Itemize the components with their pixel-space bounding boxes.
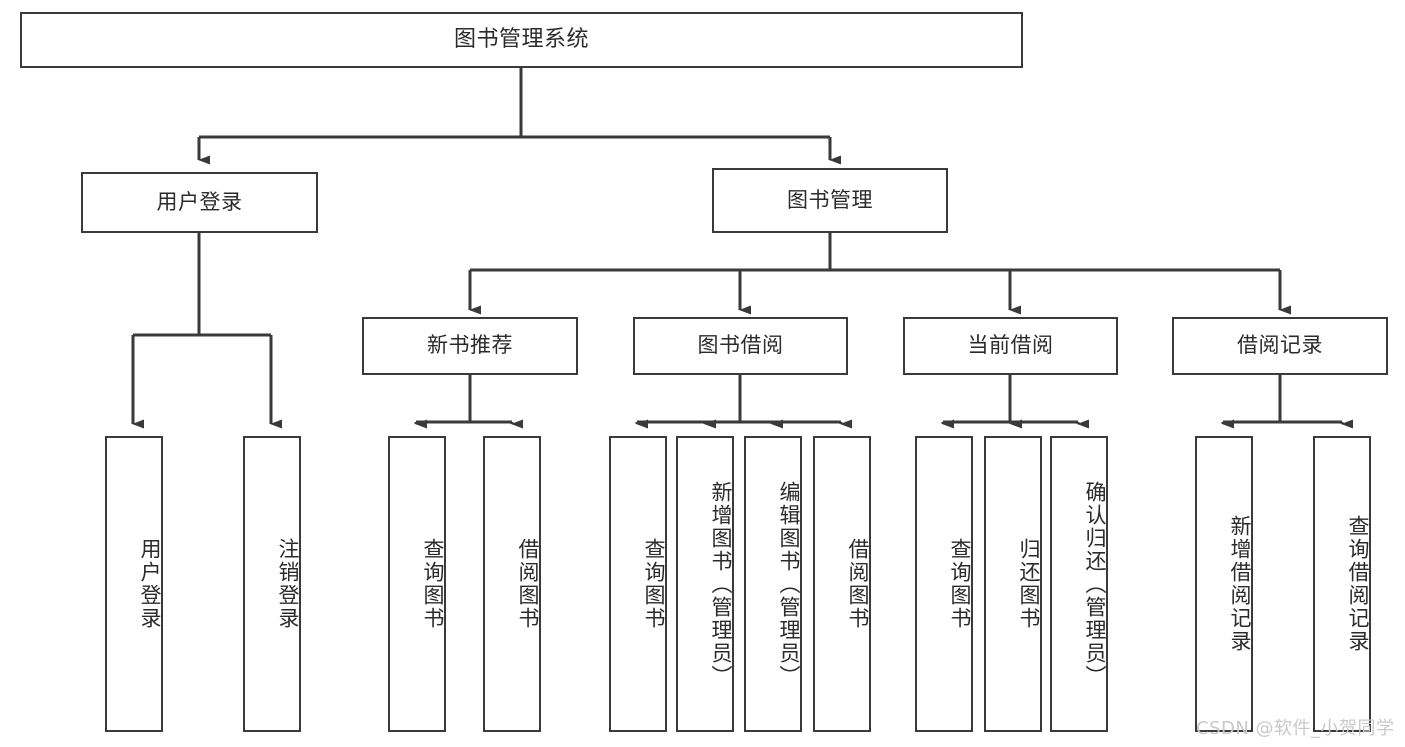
node-user-login[interactable]: 用户登录 [81,172,318,233]
node-current-borrow[interactable]: 当前借阅 [903,317,1118,375]
leaf-add-record-label: 新增借阅记录 [1228,515,1252,653]
leaf-return-book[interactable]: 归还图书 [984,436,1042,732]
leaf-query-record[interactable]: 查询借阅记录 [1313,436,1371,732]
leaf-query-book-2[interactable]: 查询图书 [609,436,667,732]
leaf-query-record-label: 查询借阅记录 [1346,515,1370,653]
leaf-add-record[interactable]: 新增借阅记录 [1195,436,1253,732]
node-root[interactable]: 图书管理系统 [20,12,1023,68]
leaf-return-book-label: 归还图书 [1017,538,1041,630]
leaf-add-book[interactable]: 新增图书（管理员） [676,436,734,732]
node-current-borrow-label: 当前借阅 [967,333,1054,358]
leaf-query-book-2-label: 查询图书 [642,538,666,630]
leaf-user-login[interactable]: 用户登录 [105,436,163,732]
node-book-borrow-label: 图书借阅 [697,333,784,358]
node-book-manage[interactable]: 图书管理 [712,168,948,233]
leaf-edit-book[interactable]: 编辑图书（管理员） [744,436,802,732]
leaf-borrow-book-2-label: 借阅图书 [846,538,870,630]
leaf-query-book-3-label: 查询图书 [948,538,972,630]
node-book-borrow[interactable]: 图书借阅 [633,317,848,375]
leaf-confirm-return-label: 确认归还（管理员） [1083,480,1107,688]
node-borrow-record-label: 借阅记录 [1237,333,1323,358]
watermark: CSDN @软件_小贺同学 [1196,718,1395,739]
leaf-borrow-book-1-label: 借阅图书 [516,538,540,630]
leaf-user-logout-label: 注销登录 [276,538,300,630]
node-borrow-record[interactable]: 借阅记录 [1172,317,1388,375]
leaf-query-book-1[interactable]: 查询图书 [388,436,446,732]
node-root-label: 图书管理系统 [453,26,589,52]
leaf-user-logout[interactable]: 注销登录 [243,436,301,732]
leaf-query-book-1-label: 查询图书 [421,538,445,630]
node-new-book-recommend-label: 新书推荐 [427,333,513,358]
leaf-borrow-book-2[interactable]: 借阅图书 [813,436,871,732]
leaf-edit-book-label: 编辑图书（管理员） [777,480,801,688]
node-book-manage-label: 图书管理 [787,187,873,212]
leaf-borrow-book-1[interactable]: 借阅图书 [483,436,541,732]
node-new-book-recommend[interactable]: 新书推荐 [362,317,578,375]
leaf-query-book-3[interactable]: 查询图书 [915,436,973,732]
leaf-add-book-label: 新增图书（管理员） [709,480,733,688]
leaf-confirm-return[interactable]: 确认归还（管理员） [1050,436,1108,732]
node-user-login-label: 用户登录 [156,189,243,214]
leaf-user-login-label: 用户登录 [138,538,162,630]
